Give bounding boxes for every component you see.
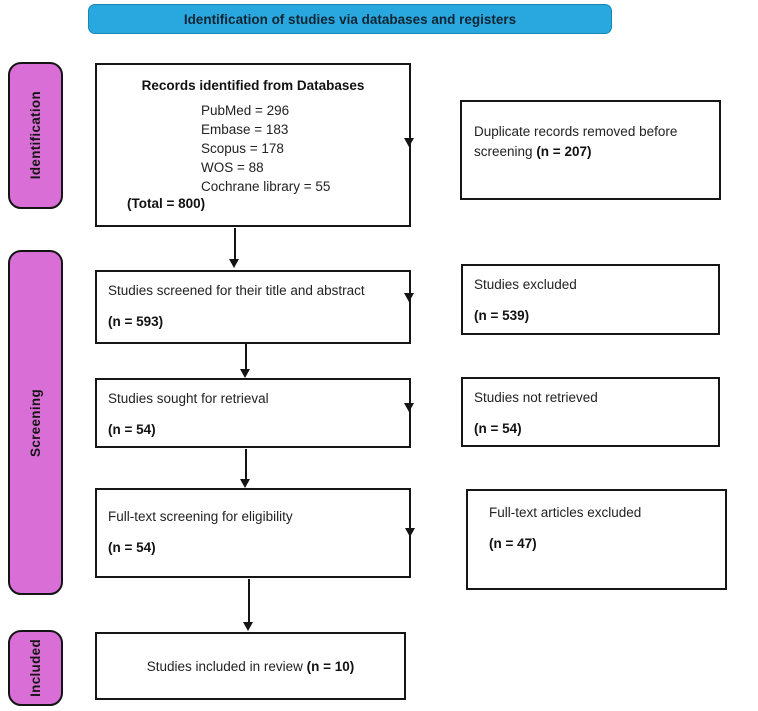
not-retrieved-text: Studies not retrieved (474, 390, 598, 405)
records-source-pubmed: PubMed = 296 (201, 103, 290, 118)
arrowhead-records-to-duplicates-icon (404, 138, 414, 147)
screened-text: Studies screened for their title and abs… (108, 283, 365, 298)
sought-count: (n = 54) (108, 421, 156, 437)
stage-label-identification-text: Identification (28, 91, 43, 180)
arrowhead-down-screened-to-sought-icon (240, 369, 250, 378)
fulltext-count: (n = 54) (108, 539, 156, 555)
arrowhead-down-records-to-screened-icon (229, 259, 239, 268)
arrow-line-screened-to-sought (245, 344, 247, 369)
duplicates-text: Duplicate records removed before screeni… (474, 124, 678, 160)
box-records-identified: Records identified from Databases PubMed… (95, 63, 411, 227)
arrowhead-sought-to-not-retrieved-icon (404, 403, 414, 412)
box-studies-sought: Studies sought for retrieval (n = 54) (95, 378, 411, 448)
fulltext-text: Full-text screening for eligibility (108, 509, 293, 524)
screened-count: (n = 593) (108, 313, 164, 329)
diagram-header-banner: Identification of studies via databases … (88, 4, 612, 34)
excluded-count: (n = 539) (474, 307, 530, 323)
arrowhead-down-sought-to-fulltext-icon (240, 479, 250, 488)
box-fulltext-excluded: Full-text articles excluded (n = 47) (466, 489, 727, 590)
box-studies-not-retrieved: Studies not retrieved (n = 54) (461, 377, 720, 447)
stage-label-identification: Identification (8, 62, 63, 209)
arrowhead-screened-to-excluded-icon (404, 293, 414, 302)
records-source-embase: Embase = 183 (201, 121, 289, 137)
stage-label-screening-text: Screening (28, 388, 43, 457)
diagram-title: Identification of studies via databases … (183, 11, 517, 27)
arrowhead-fulltext-to-ft-excluded-icon (405, 528, 415, 537)
fulltext-excluded-count: (n = 47) (489, 535, 537, 551)
included-count: (n = 10) (306, 658, 355, 674)
excluded-text: Studies excluded (474, 277, 577, 292)
stage-label-screening: Screening (8, 250, 63, 595)
records-source-scopus: Scopus = 178 (201, 140, 284, 156)
stage-label-included: Included (8, 630, 63, 706)
included-text: Studies included in review (n = 10) (147, 659, 355, 674)
arrow-line-sought-to-fulltext (245, 449, 247, 479)
records-title: Records identified from Databases (141, 78, 365, 93)
sought-text: Studies sought for retrieval (108, 391, 269, 406)
duplicates-count: (n = 207) (536, 144, 592, 160)
included-text-label: Studies included in review (146, 658, 303, 674)
stage-label-included-text: Included (28, 639, 43, 697)
box-fulltext-screening: Full-text screening for eligibility (n =… (95, 488, 411, 578)
fulltext-excluded-text: Full-text articles excluded (489, 505, 642, 520)
arrow-line-records-to-screened (234, 228, 236, 259)
arrowhead-down-fulltext-to-included-icon (243, 622, 253, 631)
box-studies-screened: Studies screened for their title and abs… (95, 270, 411, 344)
records-total: (Total = 800) (127, 196, 206, 212)
not-retrieved-count: (n = 54) (474, 420, 522, 436)
box-duplicates-removed: Duplicate records removed before screeni… (460, 100, 721, 200)
box-studies-excluded: Studies excluded (n = 539) (461, 264, 720, 335)
arrow-line-fulltext-to-included (248, 579, 250, 622)
box-studies-included: Studies included in review (n = 10) (95, 632, 406, 700)
records-source-cochrane: Cochrane library = 55 (201, 178, 331, 194)
records-source-wos: WOS = 88 (201, 159, 264, 175)
records-source-list: PubMed = 296 Embase = 183 Scopus = 178 W… (97, 102, 409, 196)
